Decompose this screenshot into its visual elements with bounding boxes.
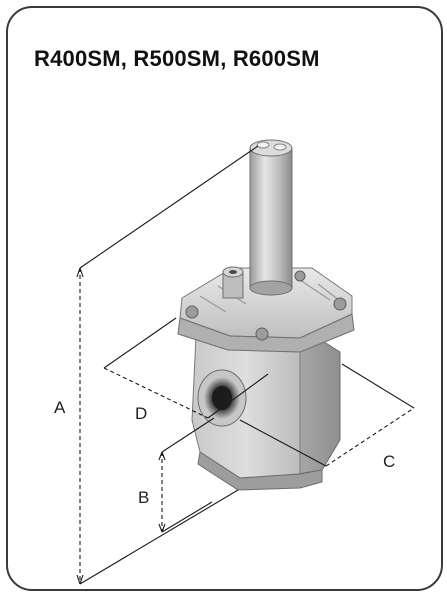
dim-a-bottom-arrow	[76, 574, 84, 585]
cap-screw	[333, 297, 347, 311]
spring-stem	[249, 139, 293, 296]
dim-b-top-leader	[161, 417, 215, 453]
dim-d-dashed	[103, 367, 209, 419]
dim-c-bottom-leader	[239, 419, 327, 467]
dimension-label-a: A	[54, 398, 66, 417]
body-base	[197, 451, 323, 491]
body-side-face	[297, 337, 341, 475]
dim-c-top-leader	[341, 363, 415, 409]
dim-c-dashed	[325, 407, 415, 467]
dimension-label-c: C	[383, 452, 396, 471]
dim-b-bottom-leader	[161, 501, 213, 533]
regulator-image	[177, 139, 355, 491]
dim-d-top-leader	[103, 317, 177, 369]
inlet-port	[197, 369, 247, 427]
dim-a-bottom-leader	[79, 489, 239, 585]
dim-b-bottom-arrow	[158, 523, 166, 533]
dim-d-port-leader	[207, 373, 269, 419]
dimension-label-b: B	[138, 488, 150, 507]
dimension-label-d: D	[135, 404, 148, 423]
vent-fitting	[222, 266, 244, 299]
dim-b-top-arrow	[158, 451, 166, 461]
dim-a-top-arrow	[76, 267, 84, 278]
cap-screw	[255, 327, 269, 341]
model-title: R400SM, R500SM, R600SM	[34, 46, 320, 71]
dimension-lines	[76, 145, 415, 585]
diaphragm-cap-rim	[177, 313, 355, 353]
dim-a-top-leader	[79, 145, 259, 269]
cap-screw	[185, 305, 199, 319]
cap-screw	[294, 270, 306, 282]
